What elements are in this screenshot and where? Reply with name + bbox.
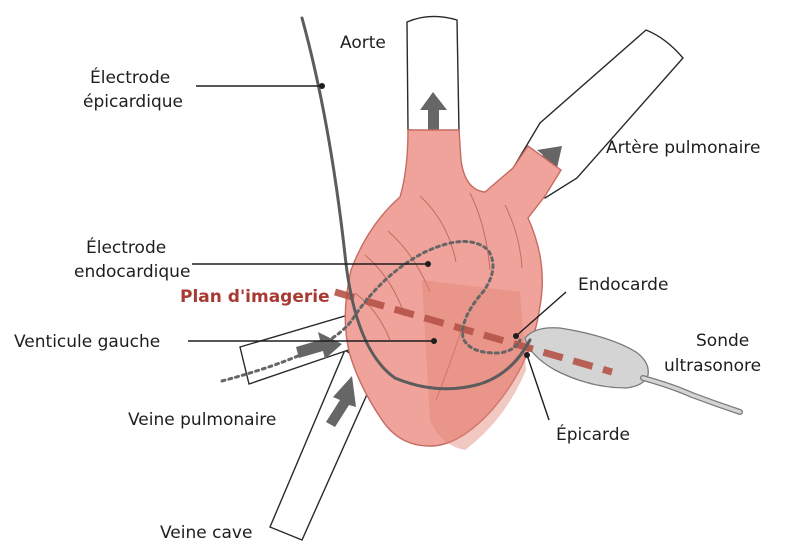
- ultrasound-probe-cable-core: [643, 378, 740, 412]
- label-aorte: Aorte: [340, 33, 386, 53]
- label-ventricule-gauche: Venticule gauche: [14, 332, 160, 352]
- label-sonde-2: ultrasonore: [664, 356, 761, 376]
- label-artere-pulmonaire: Artère pulmonaire: [606, 138, 760, 158]
- label-electrode-endocardique-1: Électrode: [86, 236, 166, 258]
- leader-dot: [319, 83, 325, 89]
- leader-dot: [431, 338, 437, 344]
- label-sonde-1: Sonde: [696, 331, 749, 351]
- label-veine-pulmonaire: Veine pulmonaire: [128, 410, 276, 430]
- leader-dot: [513, 333, 519, 339]
- ultrasound-probe: [525, 328, 648, 388]
- label-epicarde: Épicarde: [556, 423, 630, 445]
- label-electrode-epicardique-1: Électrode: [90, 66, 170, 88]
- label-plan-imagerie: Plan d'imagerie: [180, 287, 330, 307]
- label-electrode-epicardique-2: épicardique: [83, 92, 183, 112]
- label-veine-cave: Veine cave: [160, 523, 252, 543]
- label-endocarde: Endocarde: [578, 275, 668, 295]
- leader-dot: [425, 261, 431, 267]
- label-electrode-endocardique-2: endocardique: [74, 262, 190, 282]
- leader-dot: [524, 352, 530, 358]
